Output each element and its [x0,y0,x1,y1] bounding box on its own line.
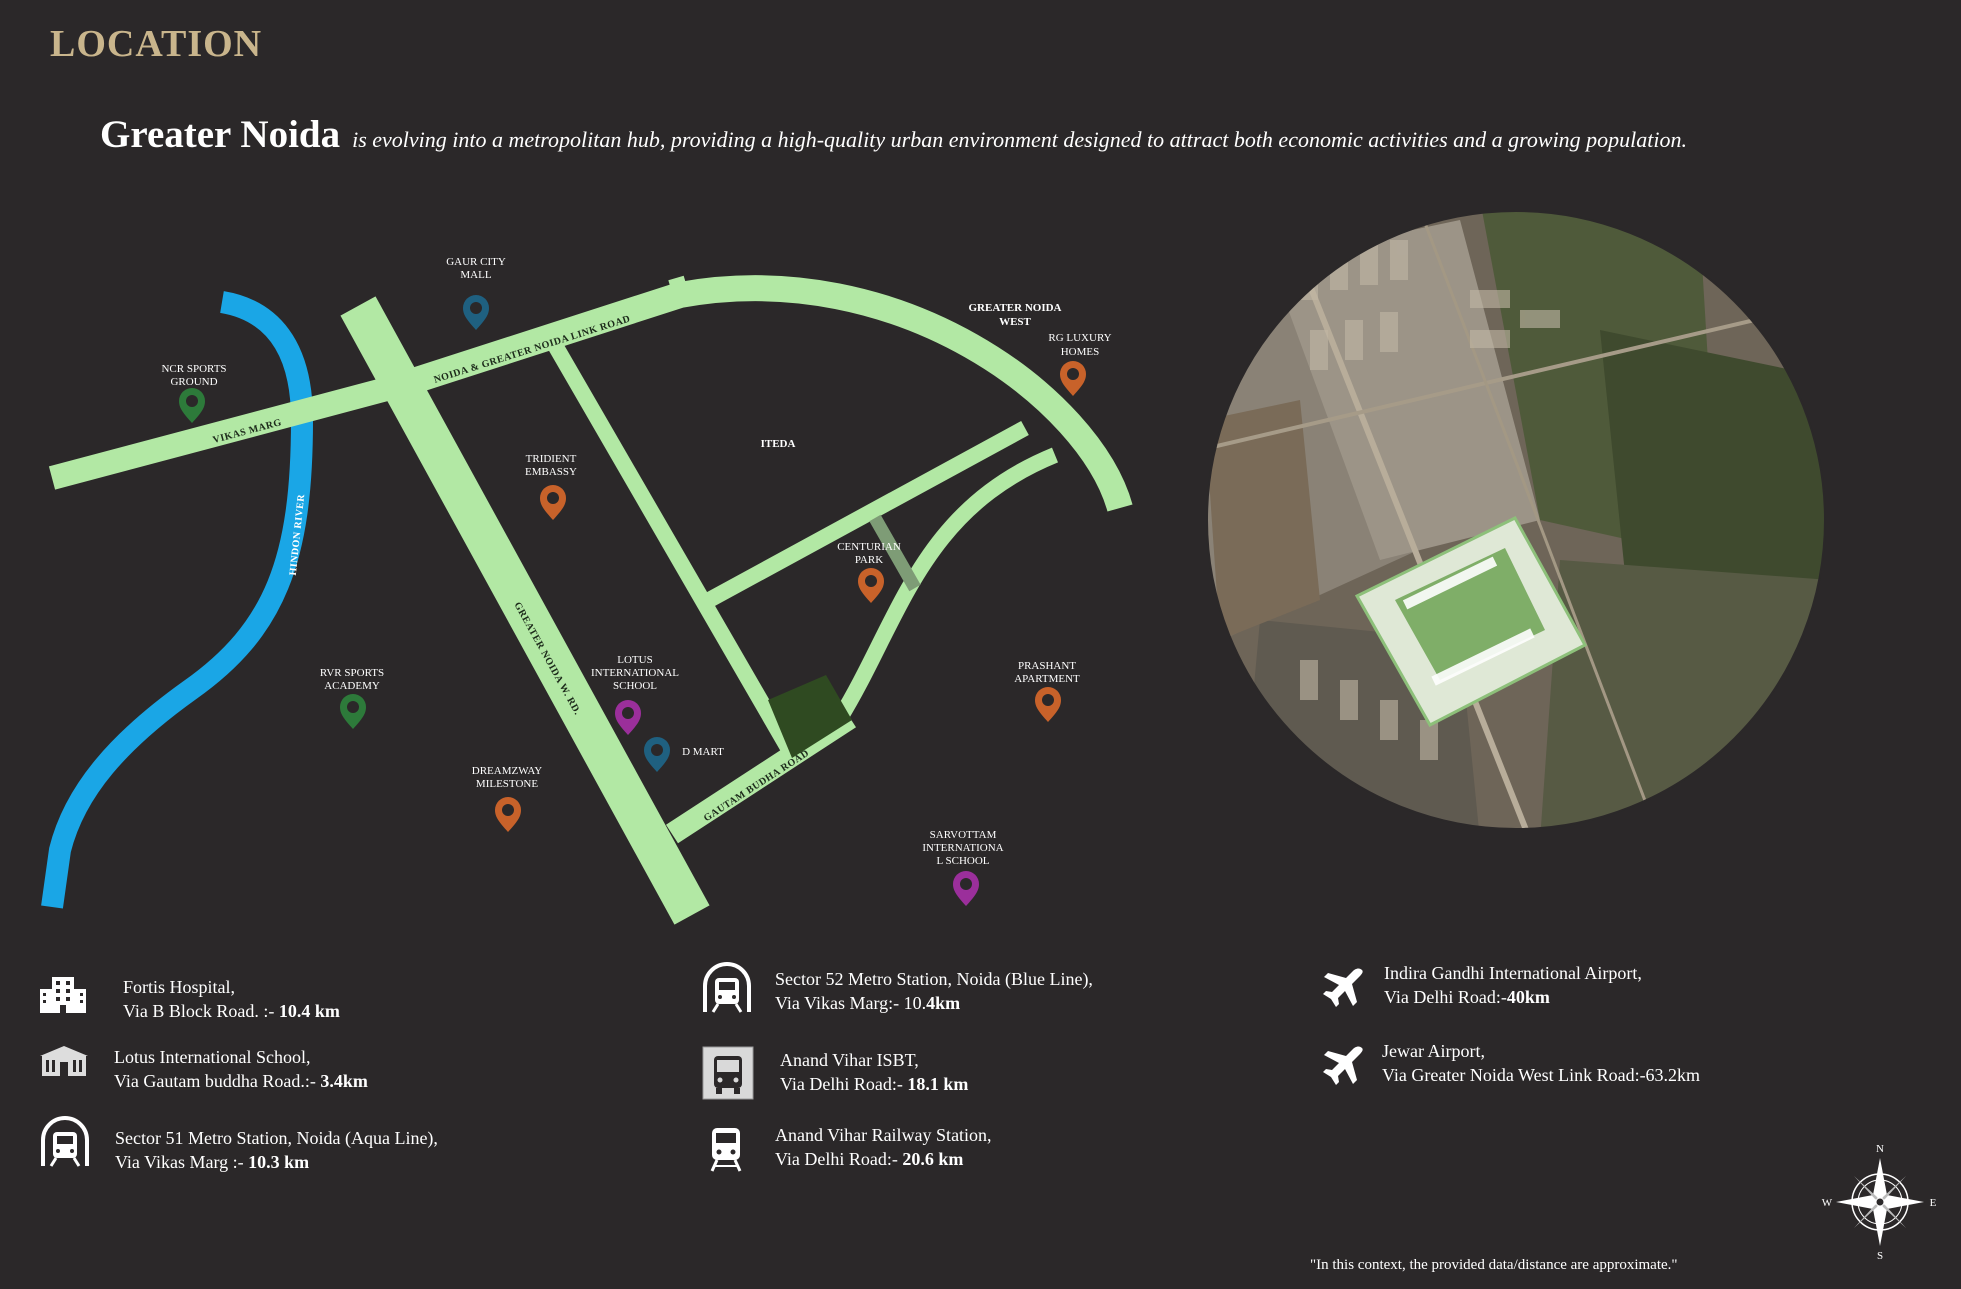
label-prashant-2: APARTMENT [1014,673,1080,685]
metro-icon [41,1116,89,1167]
label-sarvottam-1: SARVOTTAM [930,829,997,841]
conn-fortis-line2: Via B Block Road. :- 10.4 km [123,1001,340,1021]
conn-metro51-line2: Via Vikas Marg :- 10.3 km [115,1152,310,1172]
label-sarvottam-2: INTERNATIONA [922,842,1003,854]
pin-dmart-icon[interactable] [644,737,670,772]
road-inner-diagonal [545,335,802,765]
pin-sarvottam-icon[interactable] [953,871,979,906]
compass-n: N [1876,1143,1884,1155]
label-gnw-area-1: GREATER NOIDA [968,302,1061,314]
label-lotus-1: LOTUS [617,654,652,666]
compass-w: W [1822,1197,1833,1209]
compass-e: E [1930,1197,1937,1209]
label-gnw-area-2: WEST [999,316,1031,328]
conn-metro52-line1: Sector 52 Metro Station, Noida (Blue Lin… [775,969,1093,989]
airplane-icon [1323,1046,1363,1085]
conn-lotus-line2: Via Gautam buddha Road.:- 3.4km [114,1071,368,1091]
pin-lotus-icon[interactable] [615,700,641,735]
road-link-spur [668,275,692,308]
label-trident-2: EMBASSY [525,466,577,478]
pin-prashant-icon[interactable] [1035,687,1061,722]
hospital-icon [40,977,86,1013]
label-centurian-2: PARK [855,554,883,566]
label-gautam-budha: GAUTAM BUDHA ROAD [702,748,811,824]
pin-rg-luxury-icon[interactable] [1060,361,1086,396]
conn-igi-line2: Via Delhi Road:-40km [1384,987,1550,1007]
pin-trident-icon[interactable] [540,485,566,520]
label-ncr-2: GROUND [170,376,217,388]
road-link-road [394,275,1133,512]
label-gaur-city-1: GAUR CITY [446,256,506,268]
aerial-view [1207,211,1825,829]
conn-lotus-line1: Lotus International School, [114,1047,311,1067]
road-gnw [340,296,710,925]
label-rvr-2: ACADEMY [324,680,380,692]
school-icon [40,1046,88,1076]
headline-city: Greater Noida [100,113,341,156]
conn-metro52-line2: Via Vikas Marg:- 10.4km [775,993,961,1013]
section-title: LOCATION [50,23,263,65]
label-rg-2: HOMES [1061,346,1100,358]
label-rvr-1: RVR SPORTS [320,667,384,679]
label-dmart: D MART [682,746,724,758]
road-feeder [869,514,921,592]
project-site [768,675,852,758]
bus-icon [702,1046,754,1100]
conn-isbt-line1: Anand Vihar ISBT, [780,1050,919,1070]
road-network [48,275,1133,925]
disclaimer: "In this context, the provided data/dist… [1310,1257,1678,1273]
conn-railway-line2: Via Delhi Road:- 20.6 km [775,1149,964,1169]
label-sarvottam-3: L SCHOOL [936,855,989,867]
pin-centurian-icon[interactable] [858,568,884,603]
label-link-road: NOIDA & GREATER NOIDA LINK ROAD [433,313,632,385]
road-cross [696,420,1029,613]
label-prashant-1: PRASHANT [1018,660,1076,672]
airplane-icon [1323,968,1363,1007]
label-ncr-1: NCR SPORTS [161,363,226,375]
pin-rvr-icon[interactable] [340,694,366,729]
road-curve [833,447,1059,723]
conn-jewar-line1: Jewar Airport, [1382,1041,1485,1061]
label-dreamzway-1: DREAMZWAY [472,765,543,777]
conn-igi-line1: Indira Gandhi International Airport, [1384,963,1642,983]
label-trident-1: TRIDIENT [526,453,577,465]
conn-metro51-line1: Sector 51 Metro Station, Noida (Aqua Lin… [115,1128,438,1148]
metro-icon [703,962,751,1013]
compass-icon [1836,1158,1924,1246]
conn-isbt-line2: Via Delhi Road:- 18.1 km [780,1074,969,1094]
label-gaur-city-2: MALL [460,269,491,281]
train-icon [710,1128,742,1172]
pin-ncr-sports-icon[interactable] [179,388,205,423]
conn-railway-line1: Anand Vihar Railway Station, [775,1125,992,1145]
label-lotus-3: SCHOOL [613,680,657,692]
label-centurian-1: CENTURIAN [837,541,901,553]
pin-gaur-city-icon[interactable] [463,295,489,330]
road-vikas-marg [48,374,402,490]
conn-jewar-line2: Via Greater Noida West Link Road:-63.2km [1382,1065,1701,1085]
label-rg-1: RG LUXURY [1048,332,1111,344]
pin-dreamzway-icon[interactable] [495,797,521,832]
label-dreamzway-2: MILESTONE [476,778,538,790]
headline: Greater Noida is evolving into a metropo… [100,112,1687,157]
label-iteda: ITEDA [761,438,796,450]
hindon-river [41,291,314,909]
headline-tagline: is evolving into a metropolitan hub, pro… [352,127,1688,152]
label-lotus-2: INTERNATIONAL [591,667,679,679]
compass-s: S [1877,1250,1883,1262]
conn-fortis-line1: Fortis Hospital, [123,977,236,997]
